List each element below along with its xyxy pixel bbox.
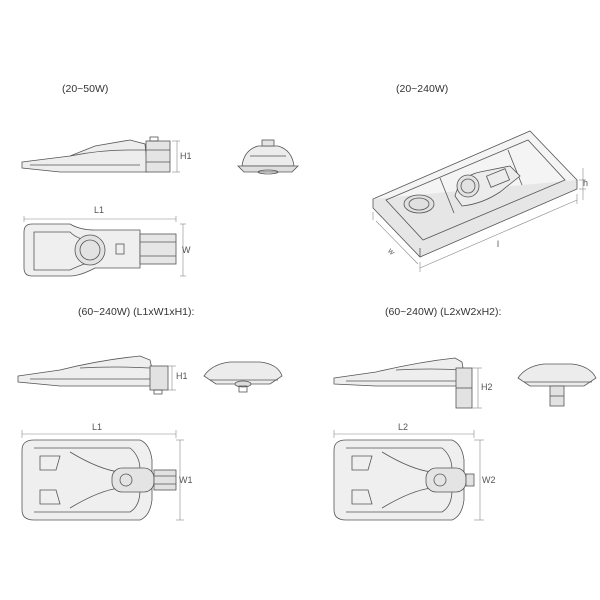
front-view-60-240w-l2	[517, 363, 597, 407]
dim-w1	[176, 439, 184, 521]
dim-w2	[474, 439, 484, 521]
front-view-20-50w	[237, 139, 299, 175]
label-box-h: h	[583, 178, 589, 188]
label-h1-mid: H1	[176, 371, 188, 381]
dim-l1-top	[23, 216, 177, 222]
top-view-20-50w	[23, 223, 177, 277]
dim-l1-bottom	[21, 430, 177, 438]
top-view-60-240w-l2	[333, 439, 475, 521]
caption-20-50w: (20~50W)	[62, 83, 109, 95]
label-l1-top: L1	[94, 205, 105, 215]
top-view-60-240w-l1	[21, 439, 177, 521]
label-l2: L2	[398, 422, 409, 432]
side-view-60-240w-l1	[17, 355, 169, 395]
label-box-l: l	[497, 239, 499, 249]
caption-20-240w: (20~240W)	[396, 83, 449, 95]
caption-60-240w-l2: (60~240W) (L2xW2xH2):	[385, 306, 502, 318]
label-w1: W1	[179, 475, 193, 485]
dim-w-top	[180, 223, 186, 277]
dim-h2	[472, 367, 482, 409]
caption-60-240w-l1: (60~240W) (L1xW1xH1):	[78, 306, 195, 318]
dim-l2	[333, 430, 475, 438]
dim-box	[372, 168, 586, 272]
label-l1-bottom: L1	[92, 422, 103, 432]
dim-h1-top	[172, 140, 180, 173]
front-view-60-240w-l1	[203, 361, 283, 393]
label-w2: W2	[482, 475, 496, 485]
package-box	[372, 130, 578, 258]
label-h2: H2	[481, 382, 493, 392]
label-w-top: W	[182, 245, 191, 255]
dim-h1-mid	[168, 365, 176, 391]
side-view-20-50w	[21, 136, 171, 173]
label-h1-top: H1	[180, 151, 192, 161]
side-view-60-240w-l2	[333, 357, 473, 409]
